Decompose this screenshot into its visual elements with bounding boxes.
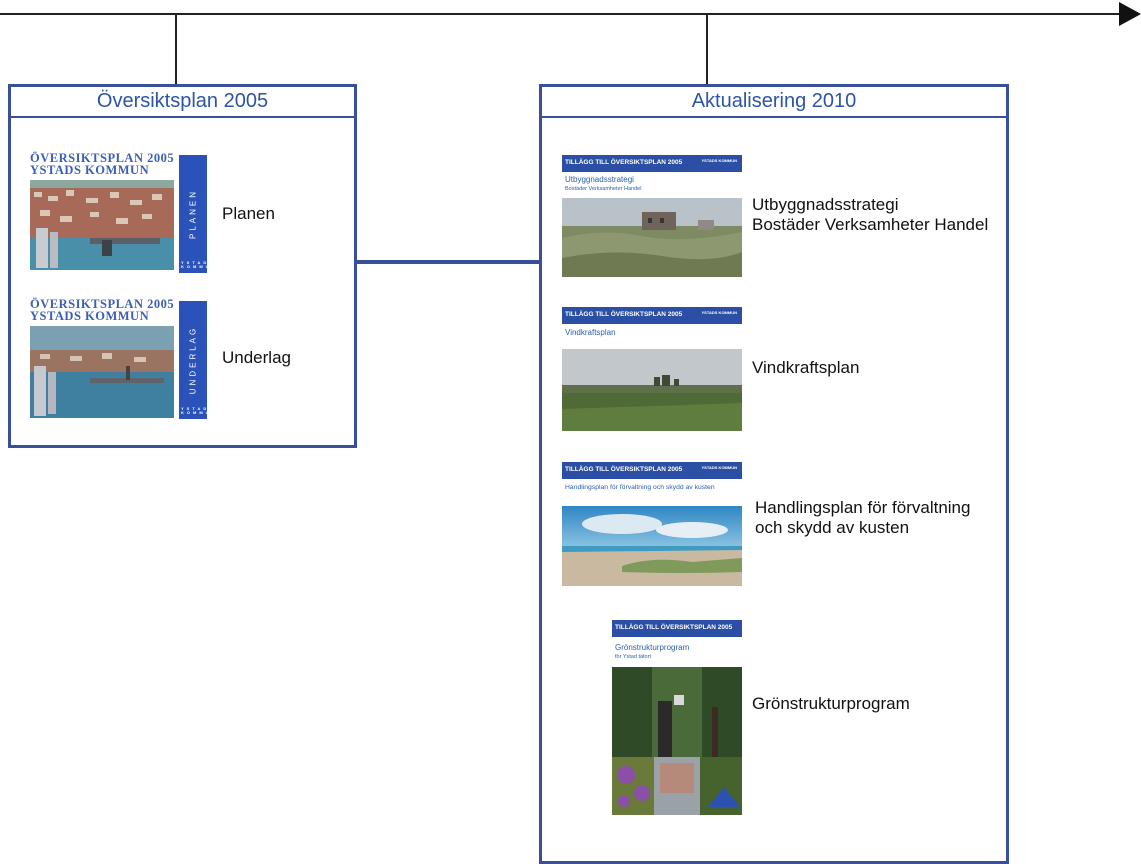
label-planen: Planen: [222, 204, 275, 223]
label-gronstrukturprogram: Grönstrukturprogram: [752, 694, 910, 713]
cover-gronstrukturprogram: TILLÄGG TILL ÖVERSIKTSPLAN 2005 Grönstru…: [612, 620, 742, 815]
cover-title: Handlingsplan för förvaltning och skydd …: [565, 484, 715, 491]
spine-logo: YSTADS KOMMUN: [181, 260, 218, 269]
label-vindkraftsplan: Vindkraftsplan: [752, 358, 860, 377]
cover-title-1: ÖVERSIKTSPLAN 2005: [30, 297, 175, 311]
cover-planen: ÖVERSIKTSPLAN 2005 YSTADS KOMMUN: [30, 150, 175, 275]
cover-subtitle: för Ystad tätort: [615, 654, 651, 660]
cover-title-2: YSTADS KOMMUN: [30, 309, 150, 323]
cover-photo-fields: [562, 349, 742, 431]
spine-logo: YSTADS KOMMUN: [181, 406, 218, 415]
timeline-connector-left: [175, 14, 177, 84]
timeline-connector-right: [706, 14, 708, 84]
label-utbyggnadsstrategi-1: Utbyggnadsstrategi: [752, 195, 899, 214]
cover-bar-logo: YSTADS KOMMUN: [701, 158, 737, 163]
cover-underlag: ÖVERSIKTSPLAN 2005 YSTADS KOMMUN: [30, 296, 175, 421]
spine-underlag: UNDERLAG YSTADS KOMMUN: [179, 301, 214, 419]
spine-planen: PLANEN YSTADS KOMMUN: [179, 155, 214, 273]
cover-photo-construction: [562, 198, 742, 277]
timeline-axis: [0, 13, 1122, 15]
box-connector: [355, 260, 541, 264]
cover-photo-town: [30, 180, 174, 270]
overview-plan-title: Översiktsplan 2005: [11, 87, 354, 118]
cover-subtitle: Bostäder Verksamheter Handel: [565, 186, 642, 192]
cover-vindkraftsplan: TILLÄGG TILL ÖVERSIKTSPLAN 2005 YSTADS K…: [562, 307, 742, 431]
cover-photo-park: [612, 667, 742, 815]
cover-bar-text: TILLÄGG TILL ÖVERSIKTSPLAN 2005: [565, 159, 683, 166]
cover-bar: TILLÄGG TILL ÖVERSIKTSPLAN 2005 YSTADS K…: [562, 155, 742, 172]
label-handlingsplan-1: Handlingsplan för förvaltning: [755, 498, 971, 517]
cover-handlingsplan: TILLÄGG TILL ÖVERSIKTSPLAN 2005 YSTADS K…: [562, 462, 742, 586]
label-underlag: Underlag: [222, 348, 291, 367]
cover-bar: TILLÄGG TILL ÖVERSIKTSPLAN 2005 YSTADS K…: [562, 307, 742, 324]
label-utbyggnadsstrategi-2: Bostäder Verksamheter Handel: [752, 215, 989, 234]
cover-utbyggnadsstrategi: TILLÄGG TILL ÖVERSIKTSPLAN 2005 YSTADS K…: [562, 155, 742, 279]
spine-planen-text: PLANEN: [188, 188, 198, 240]
cover-bar: TILLÄGG TILL ÖVERSIKTSPLAN 2005: [612, 620, 742, 637]
cover-photo-harbour: [30, 326, 174, 418]
cover-bar-text: TILLÄGG TILL ÖVERSIKTSPLAN 2005: [565, 466, 683, 473]
cover-bar-logo: YSTADS KOMMUN: [701, 310, 737, 315]
spine-underlag-text: UNDERLAG: [188, 325, 198, 395]
cover-bar-logo: YSTADS KOMMUN: [701, 465, 737, 470]
cover-title-2: YSTADS KOMMUN: [30, 163, 150, 177]
cover-bar: TILLÄGG TILL ÖVERSIKTSPLAN 2005 YSTADS K…: [562, 462, 742, 479]
cover-photo-coast: [562, 506, 742, 586]
label-handlingsplan-2: och skydd av kusten: [755, 518, 910, 537]
cover-bar-text: TILLÄGG TILL ÖVERSIKTSPLAN 2005: [615, 624, 733, 631]
update-2010-title: Aktualisering 2010: [542, 87, 1006, 118]
cover-title: Utbyggnadsstrategi: [565, 175, 634, 184]
cover-title: Vindkraftsplan: [565, 328, 616, 337]
timeline-arrowhead: [1119, 2, 1141, 26]
cover-bar-text: TILLÄGG TILL ÖVERSIKTSPLAN 2005: [565, 311, 683, 318]
cover-title-1: ÖVERSIKTSPLAN 2005: [30, 151, 175, 165]
cover-title: Grönstrukturprogram: [615, 643, 690, 652]
